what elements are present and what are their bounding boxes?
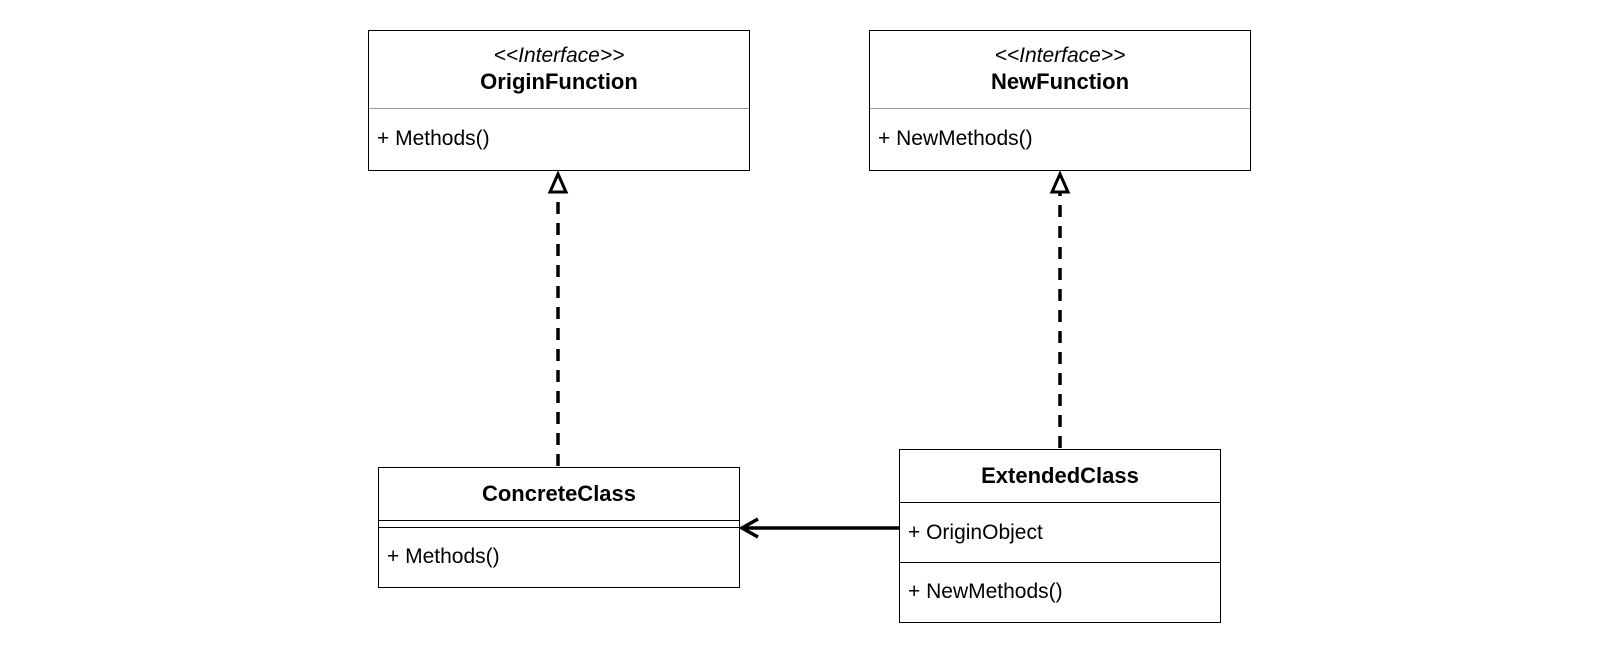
methods-compartment: + Methods() <box>369 108 749 169</box>
class-name: ExtendedClass <box>981 463 1139 488</box>
method-label: + NewMethods() <box>908 580 1063 603</box>
class-header: ExtendedClass <box>900 450 1220 502</box>
class-name: NewFunction <box>990 68 1130 94</box>
methods-compartment: + NewMethods() <box>900 562 1220 621</box>
attributes-compartment <box>379 520 739 527</box>
realization-arrowhead-newfunction <box>1049 170 1071 194</box>
interface-header: <<Interface>> OriginFunction <box>369 31 749 108</box>
method-label: + Methods() <box>387 544 500 568</box>
interface-new-function[interactable]: <<Interface>> NewFunction + NewMethods() <box>869 30 1251 171</box>
association-arrowhead <box>738 517 759 539</box>
class-concrete-class[interactable]: ConcreteClass + Methods() <box>378 467 740 588</box>
methods-compartment: + NewMethods() <box>870 108 1250 169</box>
method-label: + Methods() <box>377 127 490 150</box>
attribute-label: + OriginObject <box>908 520 1043 544</box>
class-header: ConcreteClass <box>379 468 739 520</box>
class-name: ConcreteClass <box>481 481 637 506</box>
class-name: OriginFunction <box>480 68 638 94</box>
stereotype-label: <<Interface>> <box>994 43 1126 67</box>
method-label: + NewMethods() <box>878 127 1033 150</box>
stereotype-label: <<Interface>> <box>493 43 625 67</box>
realization-arrowhead-origin <box>547 170 569 194</box>
methods-compartment: + Methods() <box>379 527 739 585</box>
class-extended-class[interactable]: ExtendedClass + OriginObject + NewMethod… <box>899 449 1221 623</box>
interface-origin-function[interactable]: <<Interface>> OriginFunction + Methods() <box>368 30 750 171</box>
attributes-compartment: + OriginObject <box>900 502 1220 562</box>
interface-header: <<Interface>> NewFunction <box>870 31 1250 108</box>
